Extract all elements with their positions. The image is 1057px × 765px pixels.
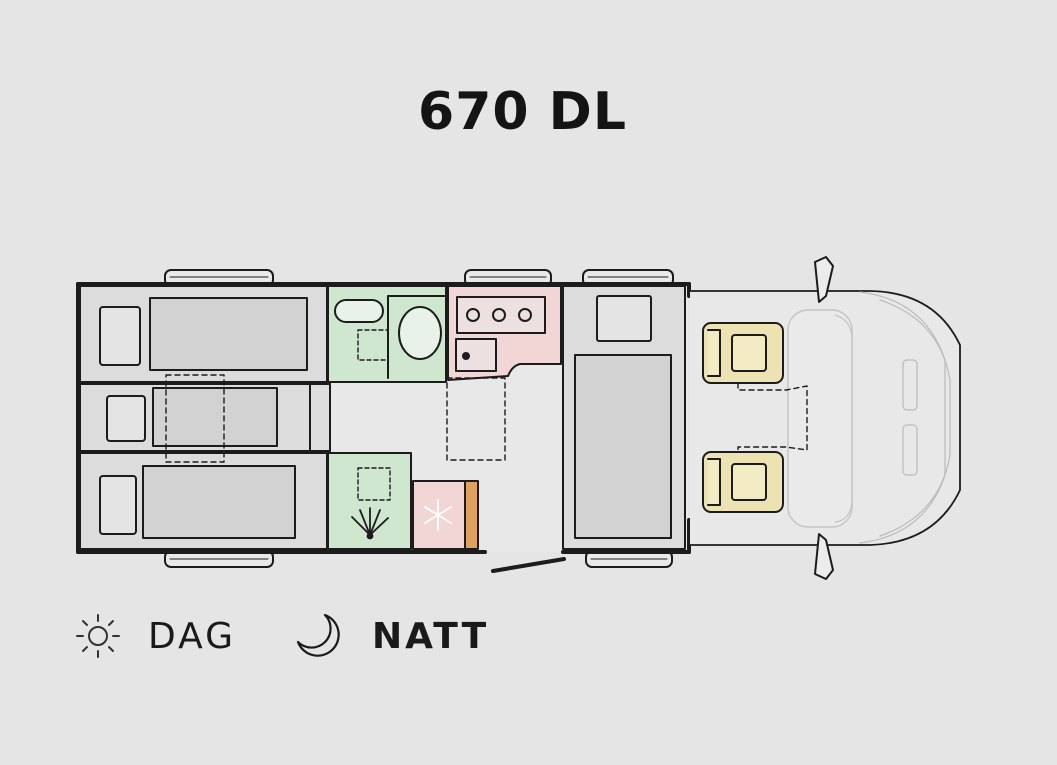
- outer-walls: [76, 282, 691, 554]
- bench-mattress: [574, 354, 672, 539]
- mattress-bottom: [142, 465, 296, 539]
- pillow-top: [99, 306, 141, 366]
- cab-table-outline: [737, 382, 808, 453]
- kitchen-sink-icon: [455, 338, 497, 372]
- toilet-icon: [398, 306, 442, 360]
- moon-icon: [296, 613, 340, 657]
- night-mode-toggle[interactable]: NATT: [292, 606, 489, 666]
- sink-icon: [334, 299, 384, 323]
- shower-head-icon: [351, 507, 389, 540]
- dashboard-console: [787, 309, 853, 528]
- night-mode-label: NATT: [372, 615, 490, 657]
- pillow-middle: [106, 395, 146, 442]
- sun-icon: [76, 614, 120, 658]
- cab-seat-top: [702, 322, 784, 384]
- day-mode-toggle[interactable]: DAG: [74, 606, 236, 666]
- snowflake-icon: [424, 499, 452, 531]
- cab-seat-bottom: [702, 451, 784, 513]
- mirror-bottom: [814, 533, 834, 580]
- bench-cushion: [596, 295, 652, 342]
- entry-door: [491, 557, 566, 573]
- mirror-top: [814, 256, 834, 303]
- pillow-bottom: [99, 475, 137, 535]
- mattress-top: [149, 297, 308, 371]
- model-title: 670 DL: [418, 82, 627, 142]
- mattress-middle: [152, 387, 278, 447]
- ladder-outline: [165, 374, 225, 463]
- day-mode-label: DAG: [148, 615, 236, 657]
